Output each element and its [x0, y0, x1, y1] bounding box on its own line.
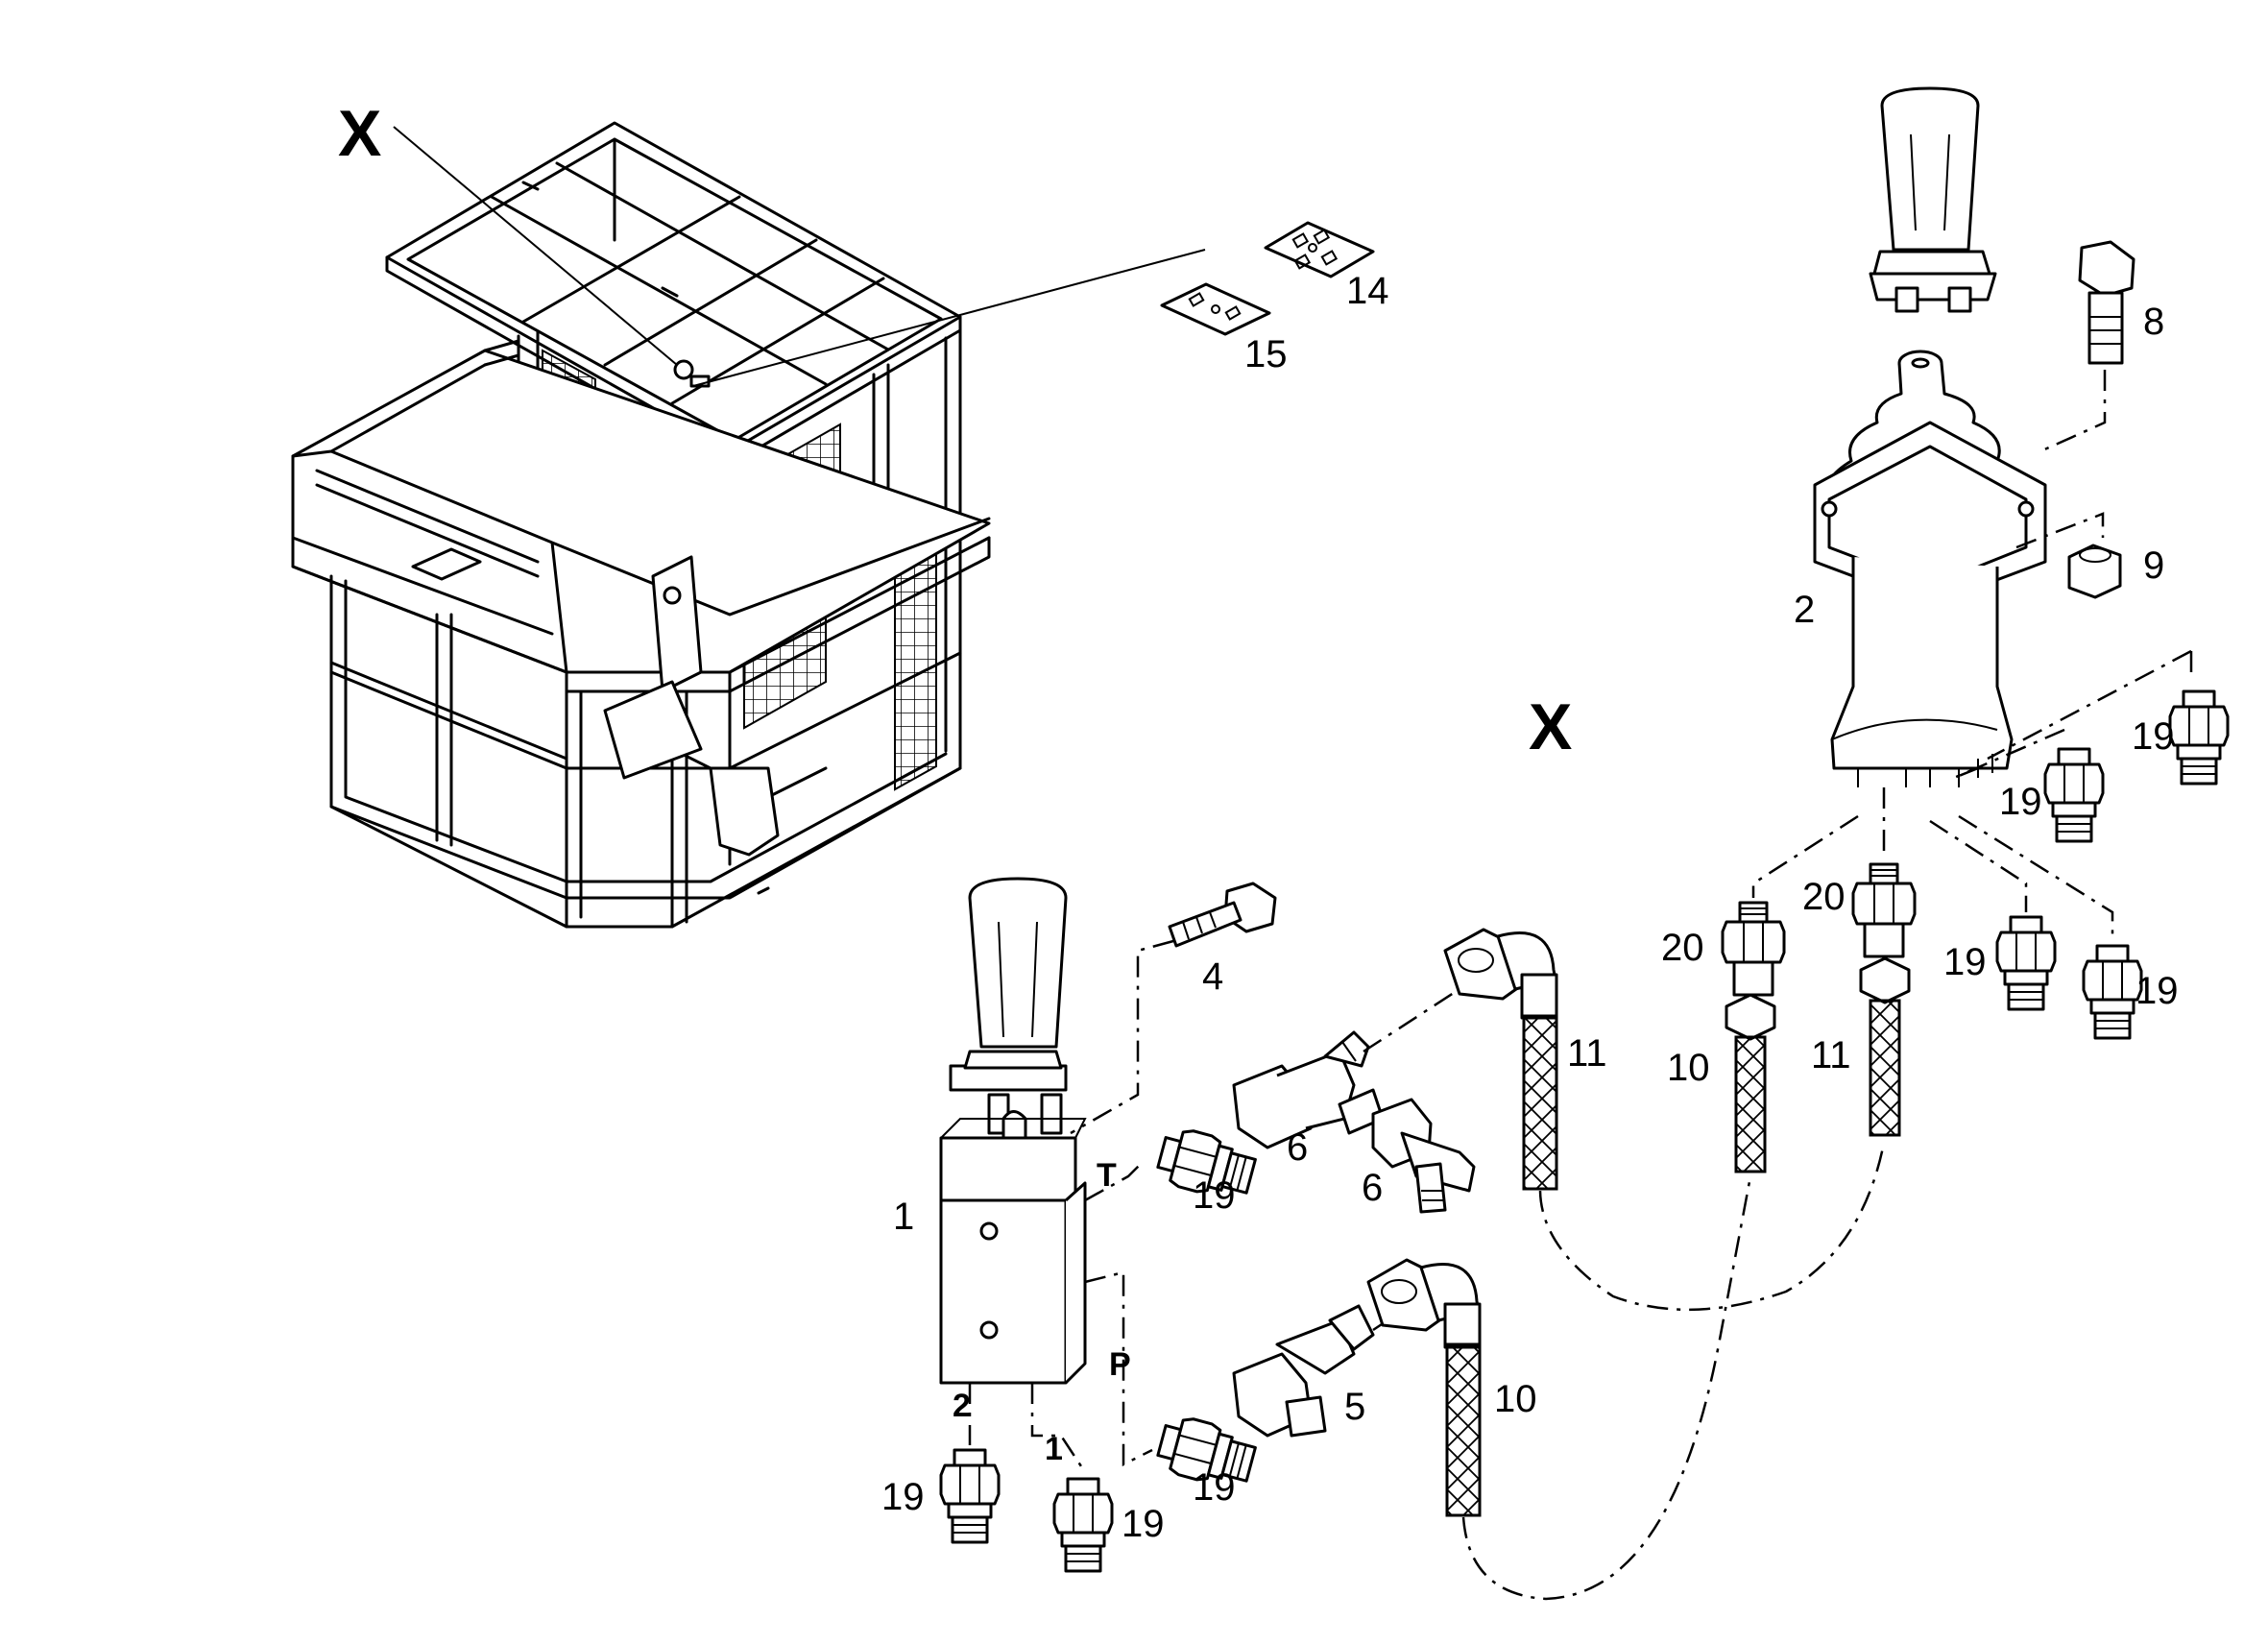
part-label-10-b: 10	[1494, 1378, 1537, 1420]
hose-11-straight	[1859, 956, 1911, 1137]
connector-leader-e	[1958, 814, 2114, 941]
view-marker-leader	[393, 126, 678, 366]
part-label-14: 14	[1346, 270, 1389, 312]
part-label-20-a: 20	[1661, 927, 1704, 969]
hose-11-elbow	[1443, 928, 1558, 1191]
hose-10-elbow	[1366, 1258, 1482, 1517]
pilot-control-valve-2	[1813, 350, 2047, 787]
hose-route-11	[1538, 1142, 1886, 1312]
hose-route-10	[1461, 1175, 1752, 1601]
view-marker-label: X	[338, 97, 381, 170]
fitting-19-port1	[1052, 1477, 1114, 1573]
connector-leader-a	[1953, 649, 2193, 780]
part-label-2: 2	[1794, 589, 1815, 631]
hose-10-straight	[1725, 993, 1776, 1173]
part-label-19-d: 19	[2135, 970, 2179, 1012]
fitting-19-a	[2168, 689, 2230, 786]
part-label-10-a: 10	[1667, 1047, 1710, 1089]
connector-leader-b	[1751, 814, 1859, 898]
fitting-19-c	[1995, 915, 2057, 1011]
part-label-11-b: 11	[1567, 1032, 1607, 1075]
bolt-4	[1168, 882, 1277, 948]
part-label-19-f: 19	[1193, 1466, 1236, 1509]
part-label-1: 1	[893, 1196, 914, 1238]
part-label-19-g: 19	[881, 1476, 925, 1518]
pilot-control-valve-1	[939, 1093, 1087, 1385]
part-label-19-b: 19	[1999, 781, 2042, 823]
port-label-2: 2	[953, 1388, 971, 1424]
joystick-handle-2	[1869, 86, 1997, 313]
connector-leader-d	[1929, 819, 2028, 912]
port-label-1: 1	[1045, 1431, 1063, 1467]
part-label-15: 15	[1244, 333, 1288, 375]
tee-fitting-6-a	[1232, 1030, 1385, 1149]
port-label-t: T	[1097, 1157, 1117, 1194]
part-label-5: 5	[1344, 1386, 1365, 1428]
part-label-9: 9	[2143, 544, 2164, 587]
work-platform-basket	[291, 121, 991, 929]
part-label-6-a: 6	[1287, 1126, 1308, 1169]
port-label-p: P	[1109, 1346, 1131, 1383]
part-label-20-b: 20	[1802, 876, 1846, 918]
bolt4-leader	[1070, 939, 1174, 1135]
part-label-19-a: 19	[2132, 715, 2175, 758]
part-label-6-b: 6	[1362, 1167, 1383, 1209]
part-label-11-a: 11	[1811, 1034, 1851, 1076]
tee-fitting-6-b	[1371, 1098, 1476, 1214]
part-label-4: 4	[1202, 955, 1223, 998]
tee-leader	[1363, 987, 1460, 1053]
fitting-19-d	[2082, 944, 2143, 1040]
part-label-19-h: 19	[1122, 1503, 1165, 1545]
fitting-20-a	[1721, 901, 1786, 997]
joystick-handle-1	[949, 877, 1068, 1092]
view-marker-x: X	[1529, 690, 1572, 763]
nut-leader	[2015, 512, 2105, 549]
tee-fitting-5	[1232, 1304, 1375, 1438]
label-plate-15	[1160, 282, 1271, 336]
fitting-20-b	[1851, 862, 1917, 958]
fitting-19-b	[2043, 747, 2105, 843]
part-label-19-c: 19	[1943, 941, 1987, 983]
t-port-leader	[1084, 1161, 1144, 1202]
label-plate-14	[1264, 221, 1375, 278]
part-label-19-e: 19	[1193, 1174, 1236, 1217]
bolt-8	[2078, 240, 2135, 365]
p-port-leader	[1084, 1270, 1153, 1467]
fitting-19-port2	[939, 1448, 1001, 1544]
label-leader-line	[692, 249, 1206, 387]
part-label-8: 8	[2143, 301, 2164, 343]
bolt-leader	[2039, 370, 2107, 453]
nut-9	[2067, 544, 2122, 599]
port1-leader	[1030, 1383, 1085, 1470]
